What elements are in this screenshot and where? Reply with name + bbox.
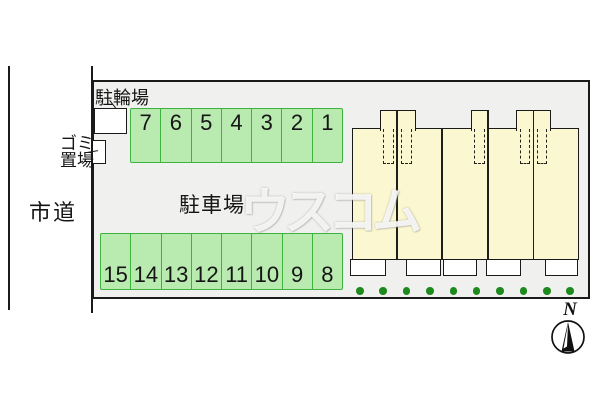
building-entrance-porch: [470, 110, 489, 131]
tree-dot-icon: [472, 287, 481, 295]
building-entry-step: [443, 258, 477, 276]
building-unit-divider: [487, 111, 489, 260]
tree-dot-icon: [426, 287, 434, 295]
parking-stall: 11: [222, 234, 253, 289]
parking-stall: 8: [321, 262, 334, 287]
parking-stall: 7: [131, 109, 162, 162]
bicycle-parking-label: 駐輪場: [95, 88, 149, 108]
entrance-recess-dashed: [519, 129, 530, 164]
parking-row-bottom: 15 14 13 12 11 10 9 8: [100, 233, 343, 290]
tree-dot-row: [356, 287, 574, 295]
tree-dot-icon: [519, 287, 528, 295]
entrance-recess-dashed: [400, 129, 412, 164]
building-outline: [351, 128, 579, 260]
building-entry-step: [406, 258, 441, 276]
parking-stall: 1: [321, 110, 334, 135]
entrance-recess-dashed: [383, 129, 394, 164]
garbage-place-box: [92, 140, 106, 164]
parking-stall: 14: [131, 234, 162, 289]
parking-stall: 9: [283, 234, 313, 289]
tree-dot-icon: [356, 287, 364, 295]
tree-dot-icon: [496, 287, 504, 295]
building-unit-divider: [396, 111, 398, 260]
car-parking-label: 駐車場: [179, 194, 245, 217]
parking-stall: 13: [162, 234, 192, 289]
entrance-recess-dashed: [536, 129, 547, 164]
building-entrance-porch: [397, 110, 416, 131]
building-entrance-porch: [379, 110, 398, 131]
north-compass-icon: N: [551, 300, 585, 354]
building-unit-divider: [441, 128, 443, 260]
garbage-label-line1: ゴミ: [60, 134, 94, 153]
bicycle-parking-box: [94, 108, 127, 134]
building-entrance-porch: [516, 110, 534, 131]
building-entry-step: [544, 258, 578, 276]
road-label: 市道: [29, 200, 78, 225]
tree-dot-icon: [379, 287, 387, 295]
parking-stall: 3: [252, 109, 283, 162]
parking-stall: 15: [101, 234, 132, 289]
tree-dot-icon: [402, 287, 411, 295]
tree-dot-icon: [449, 287, 457, 295]
watermark-text: ウスコム: [240, 184, 422, 240]
parking-stall: 10: [252, 234, 283, 289]
entrance-recess-dashed: [473, 129, 485, 164]
parking-stall: 12: [192, 234, 222, 289]
parking-stall: 5: [192, 109, 222, 162]
building-entry-step: [486, 258, 521, 276]
tree-dot-icon: [566, 287, 574, 295]
compass-north-label: N: [562, 300, 578, 320]
building-unit-divider: [532, 111, 535, 260]
garbage-place-label: ゴミ 置場: [42, 135, 94, 169]
garbage-label-line2: 置場: [60, 151, 94, 170]
parking-stall: 4: [222, 109, 253, 162]
parking-stall: 6: [161, 109, 192, 162]
parking-row-top: 7 6 5 4 3 2 1: [130, 108, 343, 163]
tree-dot-icon: [543, 287, 551, 295]
parking-stall: 2: [282, 109, 313, 162]
building-entrance-porch: [533, 110, 551, 131]
road-edge-line: [8, 66, 10, 310]
building-entry-step: [350, 258, 386, 276]
